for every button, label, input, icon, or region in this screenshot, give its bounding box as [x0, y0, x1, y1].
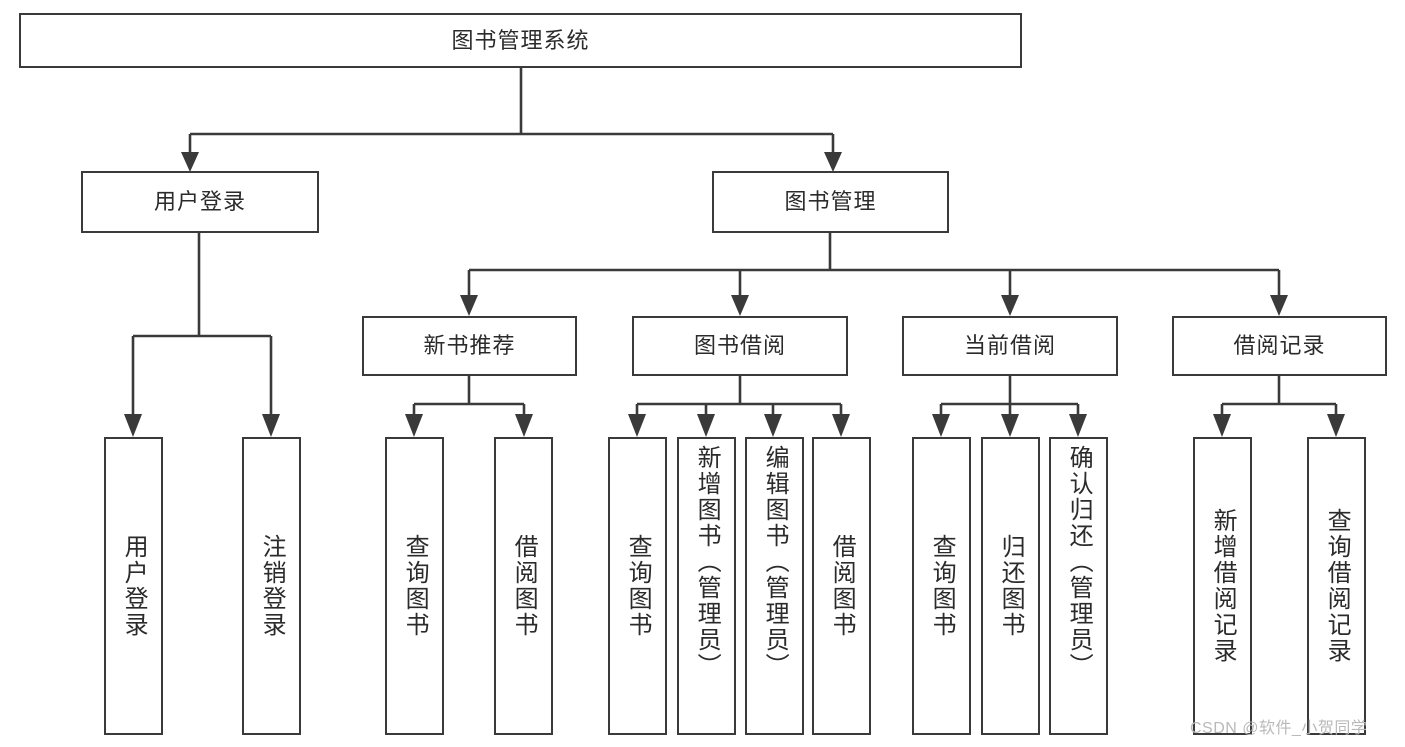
arrowhead-ul-leaf-2 — [262, 414, 280, 437]
node-label: 当前借阅 — [963, 333, 1056, 359]
arrowhead-bor-leaf-4 — [832, 414, 850, 437]
node-borrow-record[interactable]: 借阅记录 — [1172, 316, 1387, 376]
node-leaf-query-borrow-record[interactable]: 查询借阅记录 — [1307, 437, 1366, 735]
node-leaf-add-book-admin[interactable]: 新增图书（管理员） — [677, 437, 736, 735]
node-label: 用户登录 — [153, 189, 246, 215]
node-label: 新增图书（管理员） — [693, 445, 721, 679]
node-label: 编辑图书（管理员） — [761, 445, 789, 679]
arrowhead-rec-leaf-2 — [515, 414, 533, 437]
csdn-watermark: CSDN @软件_小贺同学 — [1190, 720, 1368, 737]
node-leaf-confirm-return-admin[interactable]: 确认归还（管理员） — [1049, 437, 1108, 735]
node-label: 新书推荐 — [423, 333, 516, 359]
node-label: 借阅记录 — [1233, 333, 1326, 359]
node-label: 注销登录 — [258, 534, 286, 638]
node-user-login[interactable]: 用户登录 — [81, 171, 319, 233]
node-label: 查询借阅记录 — [1323, 508, 1351, 664]
arrowhead-l3-3 — [1001, 295, 1019, 316]
arrowhead-l3-4 — [1270, 295, 1288, 316]
node-new-book-recommend[interactable]: 新书推荐 — [362, 316, 577, 376]
arrowhead-recd-leaf-2 — [1327, 414, 1345, 437]
arrowhead-user-login — [181, 152, 199, 172]
node-leaf-user-login[interactable]: 用户登录 — [104, 437, 163, 735]
node-leaf-borrow-book[interactable]: 借阅图书 — [812, 437, 871, 735]
node-label: 查询图书 — [624, 534, 652, 638]
arrowhead-recd-leaf-1 — [1213, 414, 1231, 437]
node-leaf-query-book-borrow[interactable]: 查询图书 — [608, 437, 667, 735]
node-leaf-add-borrow-record[interactable]: 新增借阅记录 — [1193, 437, 1252, 735]
node-book-management[interactable]: 图书管理 — [712, 171, 949, 233]
node-label: 图书管理 — [784, 189, 877, 215]
node-book-borrow[interactable]: 图书借阅 — [632, 316, 848, 376]
arrowhead-bor-leaf-2 — [697, 414, 715, 437]
node-label: 归还图书 — [997, 534, 1025, 638]
node-label: 借阅图书 — [510, 534, 538, 638]
node-label: 查询图书 — [928, 534, 956, 638]
arrowhead-l3-2 — [731, 295, 749, 316]
arrowhead-l3-1 — [460, 295, 478, 316]
node-leaf-edit-book-admin[interactable]: 编辑图书（管理员） — [745, 437, 804, 735]
arrowhead-cur-leaf-3 — [1069, 414, 1087, 437]
node-root-book-management-system[interactable]: 图书管理系统 — [19, 13, 1022, 68]
node-current-borrow[interactable]: 当前借阅 — [902, 316, 1118, 376]
node-label: 查询图书 — [401, 534, 429, 638]
node-leaf-borrow-book-recommend[interactable]: 借阅图书 — [494, 437, 553, 735]
arrowhead-ul-leaf-1 — [124, 414, 142, 437]
arrowhead-cur-leaf-2 — [1001, 414, 1019, 437]
node-label: 图书借阅 — [693, 333, 786, 359]
node-leaf-query-book-recommend[interactable]: 查询图书 — [385, 437, 444, 735]
arrowhead-bor-leaf-3 — [764, 414, 782, 437]
arrowhead-rec-leaf-1 — [405, 414, 423, 437]
node-label: 借阅图书 — [828, 534, 856, 638]
node-label: 新增借阅记录 — [1209, 508, 1237, 664]
arrowhead-bor-leaf-1 — [628, 414, 646, 437]
arrowhead-book-manage — [824, 152, 842, 172]
node-leaf-query-book-current[interactable]: 查询图书 — [912, 437, 971, 735]
arrowhead-cur-leaf-1 — [932, 414, 950, 437]
node-label: 用户登录 — [120, 534, 148, 638]
node-label: 图书管理系统 — [451, 27, 590, 53]
node-label: 确认归还（管理员） — [1065, 445, 1093, 679]
node-leaf-logout[interactable]: 注销登录 — [242, 437, 301, 735]
node-leaf-return-book[interactable]: 归还图书 — [981, 437, 1040, 735]
